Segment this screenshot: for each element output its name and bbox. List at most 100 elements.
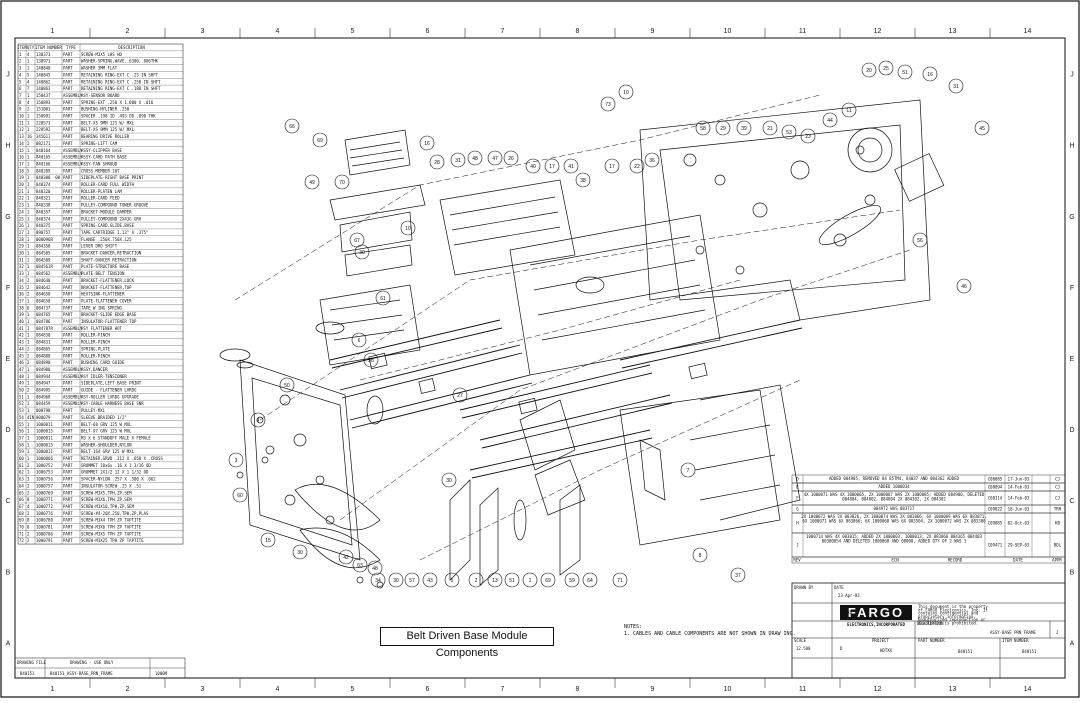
- drawing-date: 23-Apr-03: [838, 593, 860, 598]
- bom-cell: 9: [19, 107, 22, 112]
- revision-description: 2X 1000072 WAS 2X 083826, 2X 1000074 WAS…: [801, 514, 986, 519]
- bom-cell: BRACKET-DANCER,RETRACTION: [81, 251, 142, 256]
- bom-cell: ASSEMBLY: [63, 394, 83, 399]
- callout-number: 22: [634, 164, 640, 170]
- callout-number: 28: [434, 160, 440, 166]
- callout-balloon: [762, 120, 778, 136]
- bom-cell: 130971: [36, 59, 51, 64]
- bom-cell: 26: [19, 223, 24, 228]
- proprietary-notice: disclosure is prohibited.: [918, 621, 978, 626]
- bom-cell: 140845: [36, 72, 51, 77]
- bom-cell: 35: [19, 285, 24, 290]
- callout-balloon: [354, 244, 370, 260]
- bom-cell: 345611: [36, 134, 51, 139]
- callout-number: 10: [623, 90, 629, 96]
- bom-cell: ASSEMBLY: [63, 148, 83, 153]
- bom-cell: PART: [63, 388, 73, 393]
- bom-cell: 000079: [36, 415, 51, 420]
- zone-col-top: 7: [501, 28, 505, 35]
- bom-cell: 140863: [36, 86, 51, 91]
- bom-cell: 1: [27, 155, 30, 160]
- proprietary-notice: proprietary information.: [918, 614, 976, 619]
- bom-cell: PART: [63, 196, 73, 201]
- bom-cell: 1: [27, 189, 30, 194]
- bom-cell: 2: [27, 531, 30, 536]
- bom-cell: 1: [27, 114, 30, 119]
- bom-cell: BRACKET-FLATTENER,LOCK: [81, 278, 135, 283]
- callout-number: 20: [866, 68, 872, 74]
- bom-cell: 084350: [36, 244, 51, 249]
- bom-cell: 084505: [36, 251, 51, 256]
- callout-balloon: [404, 572, 420, 588]
- bom-cell: PART: [63, 538, 73, 543]
- description-label: DESCRIPTION: [917, 621, 944, 626]
- bom-cell: WASHER-SHOULDER,NYLON: [81, 442, 132, 447]
- callout-balloon: [522, 572, 538, 588]
- bom-cell: ROLLER-CARD FULL WIDTH: [81, 182, 135, 187]
- bom-cell: 8: [19, 100, 22, 105]
- bom-cell: PART: [63, 312, 73, 317]
- callout-number: 57: [409, 578, 415, 584]
- bom-cell: 19: [19, 175, 24, 180]
- callout-balloon: [370, 572, 386, 588]
- callout-number: 17: [609, 164, 615, 170]
- bom-cell: 8: [27, 497, 30, 502]
- bom-cell: PART: [63, 435, 73, 440]
- bom-cell: SPRING-EXT .250 X 1.000 X .016: [81, 100, 154, 105]
- zone-col-bottom: 3: [201, 686, 205, 693]
- bom-cell: 48: [19, 374, 24, 379]
- bom-cell: RETAINER,GRVD .312 X .650 X .CROSS: [81, 456, 163, 461]
- bom-cell: 57: [19, 435, 24, 440]
- bom-cell: 150437: [36, 93, 51, 98]
- callout-number: 3: [235, 458, 238, 464]
- bom-cell: 084642: [36, 285, 51, 290]
- bom-cell: 29: [19, 244, 24, 249]
- bom-cell: PART: [63, 422, 73, 427]
- bom-cell: 60: [19, 456, 24, 461]
- zone-col-bottom: 8: [576, 686, 580, 693]
- bom-cell: PART: [63, 127, 73, 132]
- bom-cell: 2: [19, 59, 22, 64]
- drawing-title: ASSY-BASE PRN FRAME: [990, 630, 1036, 635]
- bom-cell: 59: [19, 449, 24, 454]
- bom-cell: ASSEMBLY: [63, 374, 83, 379]
- zone-col-bottom: 4: [276, 686, 280, 693]
- bom-cell: 2: [27, 388, 30, 393]
- zone-row-right: H: [1069, 143, 1074, 150]
- bom-cell: 1: [27, 237, 30, 242]
- bom-cell: 37: [19, 298, 24, 303]
- bom-cell: 30: [19, 251, 24, 256]
- callout-balloon: [948, 78, 964, 94]
- bom-cell: 58: [19, 442, 24, 447]
- proprietary-notice: Unauthorized reproduction or: [918, 617, 986, 622]
- title-block: FARGO ELECTRONICS,INCORPORATED: [791, 582, 1066, 679]
- callout-balloon: [441, 472, 457, 488]
- bom-cell: PART: [63, 511, 73, 516]
- zone-col-top: 12: [874, 28, 882, 35]
- revision-ecn: C09471: [988, 543, 1003, 548]
- bom-cell: 10: [19, 114, 24, 119]
- bom-cell: 17: [19, 161, 24, 166]
- bom-cell: 12: [19, 127, 24, 132]
- bom-cell: 084888: [36, 353, 51, 358]
- bom-cell: PART: [63, 230, 73, 235]
- bom-cell: 1: [27, 429, 30, 434]
- callout-balloon: [375, 290, 391, 306]
- bom-cell: TAPE CARTRIDGE 1.13" X .375": [81, 230, 148, 235]
- bom-cell: ASY-CABLE HARNESS BASE SNR: [81, 401, 144, 406]
- revision-letter: H: [796, 521, 799, 526]
- bom-cell: 1000011: [36, 422, 53, 427]
- bom-cell: 840165: [36, 155, 51, 160]
- bom-cell: 49: [19, 381, 24, 386]
- callout-number: 61: [380, 296, 386, 302]
- part-number-label: PART NUMBER: [918, 638, 945, 643]
- bom-cell: 25: [19, 216, 24, 221]
- callout-balloon: [400, 220, 416, 236]
- bom-cell: 56: [19, 429, 24, 434]
- bom-cell: 6: [19, 86, 22, 91]
- bom-cell: 1: [27, 244, 30, 249]
- callout-number: 63: [357, 563, 363, 569]
- callout-balloon: [351, 332, 367, 348]
- revision-letter: G: [796, 507, 799, 512]
- bom-cell: PULLEY-MXL: [81, 408, 106, 413]
